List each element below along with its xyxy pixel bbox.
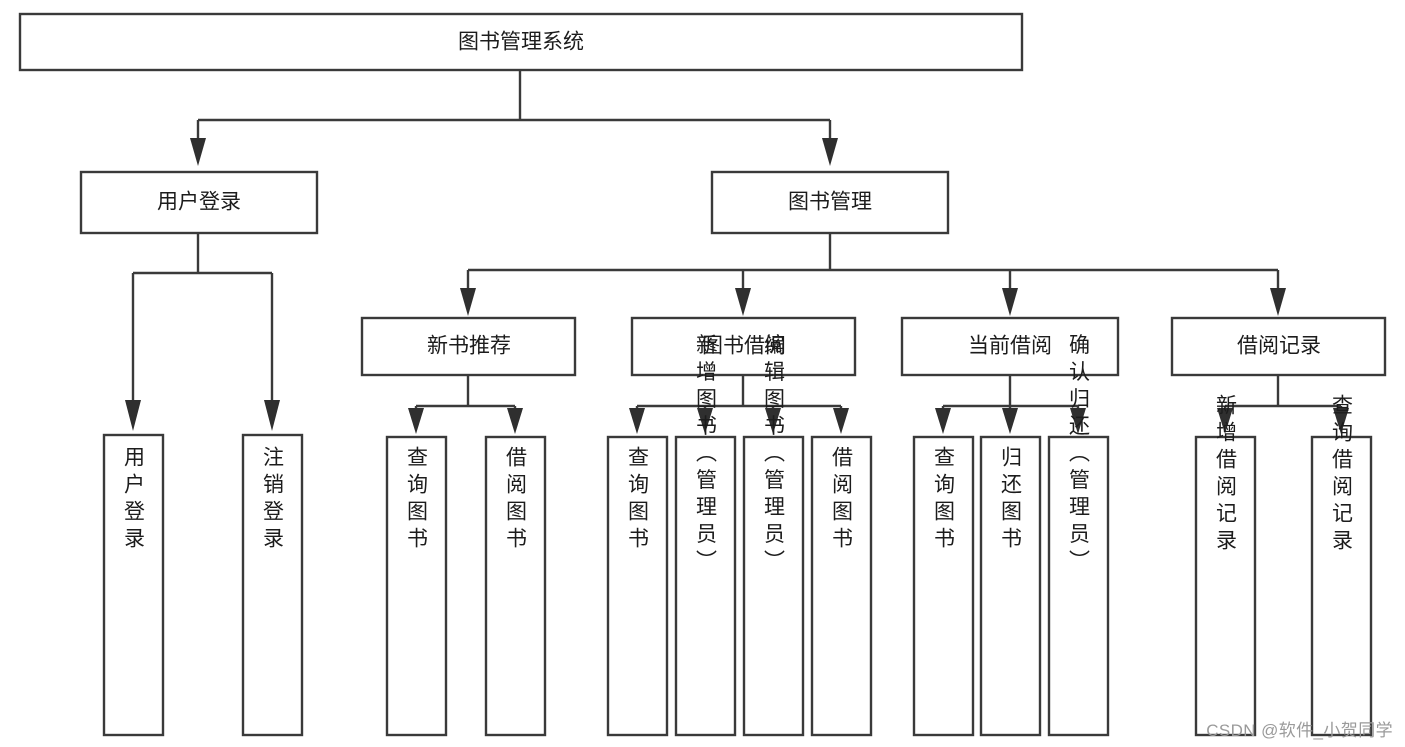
- node-book-manage-box[interactable]: [710, 170, 950, 235]
- leaf-borrow-book-1-label: 借阅图书: [504, 446, 528, 554]
- leaf-return-book-box[interactable]: [979, 435, 1042, 737]
- leaf-node-confirm-return[interactable]: 确认归还（管理员）: [1047, 334, 1110, 737]
- arrowhead-borrow-record: [1270, 288, 1286, 316]
- leaf-edit-book-box[interactable]: [742, 435, 805, 737]
- leaf-query-book-2-box[interactable]: [606, 435, 669, 737]
- leaf-user-login-label: 用户登录: [122, 446, 146, 554]
- arrowhead-book-manage: [822, 138, 838, 166]
- leaf-query-book-1-label: 查询图书: [405, 446, 429, 554]
- leaf-logout-login-box[interactable]: [241, 433, 304, 737]
- leaf-confirm-return-label: 确认归还（管理员）: [1067, 334, 1091, 577]
- leaf-add-book-box[interactable]: [674, 435, 737, 737]
- arrowhead-book-borrow: [735, 288, 751, 316]
- leaf-add-book-label: 新增图书（管理员）: [694, 334, 718, 577]
- arrowhead-leaf-user-login: [125, 400, 141, 431]
- arrowhead-leaf-logout-login: [264, 400, 280, 431]
- arrowhead-leaf-add-record: [1217, 408, 1233, 434]
- leaf-query-record-box[interactable]: [1310, 435, 1373, 737]
- leaf-borrow-book-2-label: 借阅图书: [830, 446, 854, 554]
- leaf-logout-login-label: 注销登录: [261, 446, 285, 554]
- arrowhead-leaf-query-book-2: [629, 408, 645, 434]
- node-user-login[interactable]: 用户登录: [79, 170, 319, 235]
- leaf-query-book-3-label: 查询图书: [932, 446, 956, 554]
- arrowhead-leaf-query-record: [1333, 408, 1349, 434]
- node-book-borrow[interactable]: 图书借阅: [630, 316, 857, 377]
- leaf-query-book-3-box[interactable]: [912, 435, 975, 737]
- arrowhead-leaf-query-book-1: [408, 408, 424, 434]
- leaf-node-borrow-book-2[interactable]: 借阅图书: [810, 435, 873, 737]
- leaf-node-user-login[interactable]: 用户登录: [102, 433, 165, 737]
- arrowhead-leaf-query-book-3: [935, 408, 951, 434]
- node-borrow-record[interactable]: 借阅记录: [1170, 316, 1387, 377]
- leaf-borrow-book-2-box[interactable]: [810, 435, 873, 737]
- node-root-box[interactable]: [18, 12, 1024, 72]
- leaf-node-return-book[interactable]: 归还图书: [979, 435, 1042, 737]
- leaf-node-borrow-book-1[interactable]: 借阅图书: [484, 435, 547, 737]
- arrowhead-leaf-borrow-book-1: [507, 408, 523, 434]
- arrowhead-leaf-confirm-return: [1070, 408, 1086, 434]
- node-borrow-record-box[interactable]: [1170, 316, 1387, 377]
- node-current-borrow-label: 当前借阅: [968, 335, 1052, 358]
- node-borrow-record-label: 借阅记录: [1237, 335, 1321, 358]
- node-new-book-recommend-box[interactable]: [360, 316, 577, 377]
- leaf-add-record-box[interactable]: [1194, 435, 1257, 737]
- leaf-user-login-box[interactable]: [102, 433, 165, 737]
- node-book-borrow-label: 图书借阅: [702, 335, 786, 358]
- node-current-borrow[interactable]: 当前借阅: [900, 316, 1120, 377]
- arrowhead-user-login: [190, 138, 206, 166]
- node-new-book-recommend-label: 新书推荐: [427, 335, 511, 358]
- node-book-manage-label: 图书管理: [788, 191, 872, 214]
- node-user-login-box[interactable]: [79, 170, 319, 235]
- node-book-borrow-box[interactable]: [630, 316, 857, 377]
- node-user-login-label: 用户登录: [157, 191, 241, 214]
- leaf-query-record-label: 查询借阅记录: [1330, 394, 1354, 556]
- leaf-return-book-label: 归还图书: [999, 446, 1023, 554]
- arrowhead-leaf-edit-book: [765, 408, 781, 434]
- node-new-book-recommend[interactable]: 新书推荐: [360, 316, 577, 377]
- leaf-node-query-book-2[interactable]: 查询图书: [606, 435, 669, 737]
- leaf-node-query-book-3[interactable]: 查询图书: [912, 435, 975, 737]
- arrowhead-leaf-add-book: [697, 408, 713, 434]
- leaf-node-add-record[interactable]: 新增借阅记录: [1194, 394, 1257, 737]
- leaf-node-query-book-1[interactable]: 查询图书: [385, 435, 448, 737]
- leaf-node-logout-login[interactable]: 注销登录: [241, 433, 304, 737]
- arrowhead-leaf-return-book: [1002, 408, 1018, 434]
- arrowhead-leaf-borrow-book-2: [833, 408, 849, 434]
- leaf-node-edit-book[interactable]: 编辑图书（管理员）: [742, 334, 805, 737]
- node-current-borrow-box[interactable]: [900, 316, 1120, 377]
- arrowhead-current-borrow: [1002, 288, 1018, 316]
- leaf-add-record-label: 新增借阅记录: [1214, 394, 1238, 556]
- leaf-node-add-book[interactable]: 新增图书（管理员）: [674, 334, 737, 737]
- leaf-borrow-book-1-box[interactable]: [484, 435, 547, 737]
- leaf-edit-book-label: 编辑图书（管理员）: [762, 334, 786, 577]
- csdn-watermark: CSDN @软件_小贺同学: [1206, 721, 1393, 740]
- leaf-query-book-1-box[interactable]: [385, 435, 448, 737]
- leaf-node-query-record[interactable]: 查询借阅记录: [1310, 394, 1373, 737]
- arrowhead-new-book-recommend: [460, 288, 476, 316]
- node-book-manage[interactable]: 图书管理: [710, 170, 950, 235]
- connector-layer: [125, 70, 1349, 434]
- node-root[interactable]: 图书管理系统: [18, 12, 1024, 72]
- node-root-label: 图书管理系统: [458, 31, 584, 54]
- leaf-query-book-2-label: 查询图书: [626, 446, 650, 554]
- leaf-confirm-return-box[interactable]: [1047, 435, 1110, 737]
